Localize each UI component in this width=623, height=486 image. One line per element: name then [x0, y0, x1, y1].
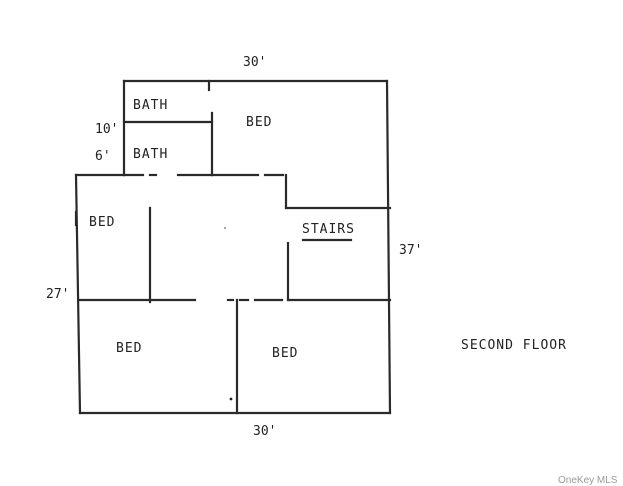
bath-walls [122, 111, 214, 177]
middle-walls [78, 298, 392, 415]
dimension-top: 30' [243, 55, 266, 70]
stairs-walls [286, 238, 353, 302]
dimension-bath-upper: 10' [95, 122, 118, 137]
dimension-left: 27' [46, 287, 69, 302]
bed-left-walls [74, 206, 152, 304]
hall-walls [122, 173, 392, 210]
bed-top-right-label: BED [246, 115, 272, 130]
outer-walls [74, 79, 392, 415]
stairs-label: STAIRS [302, 222, 355, 237]
bed-bottom-left-label: BED [116, 341, 142, 356]
watermark: OneKey MLS [558, 475, 618, 486]
center-mark [224, 227, 226, 229]
bed-bottom-right-label: BED [272, 346, 298, 361]
door-dot [229, 397, 233, 401]
bath-top-label: BATH [133, 98, 168, 113]
dimension-right: 37' [399, 243, 422, 258]
floor-label: SECOND FLOOR [461, 338, 567, 353]
bed-left-label: BED [89, 215, 115, 230]
dimension-bottom: 30' [253, 424, 276, 439]
dimension-bath-lower: 6' [95, 149, 111, 164]
bath-bottom-label: BATH [133, 147, 168, 162]
